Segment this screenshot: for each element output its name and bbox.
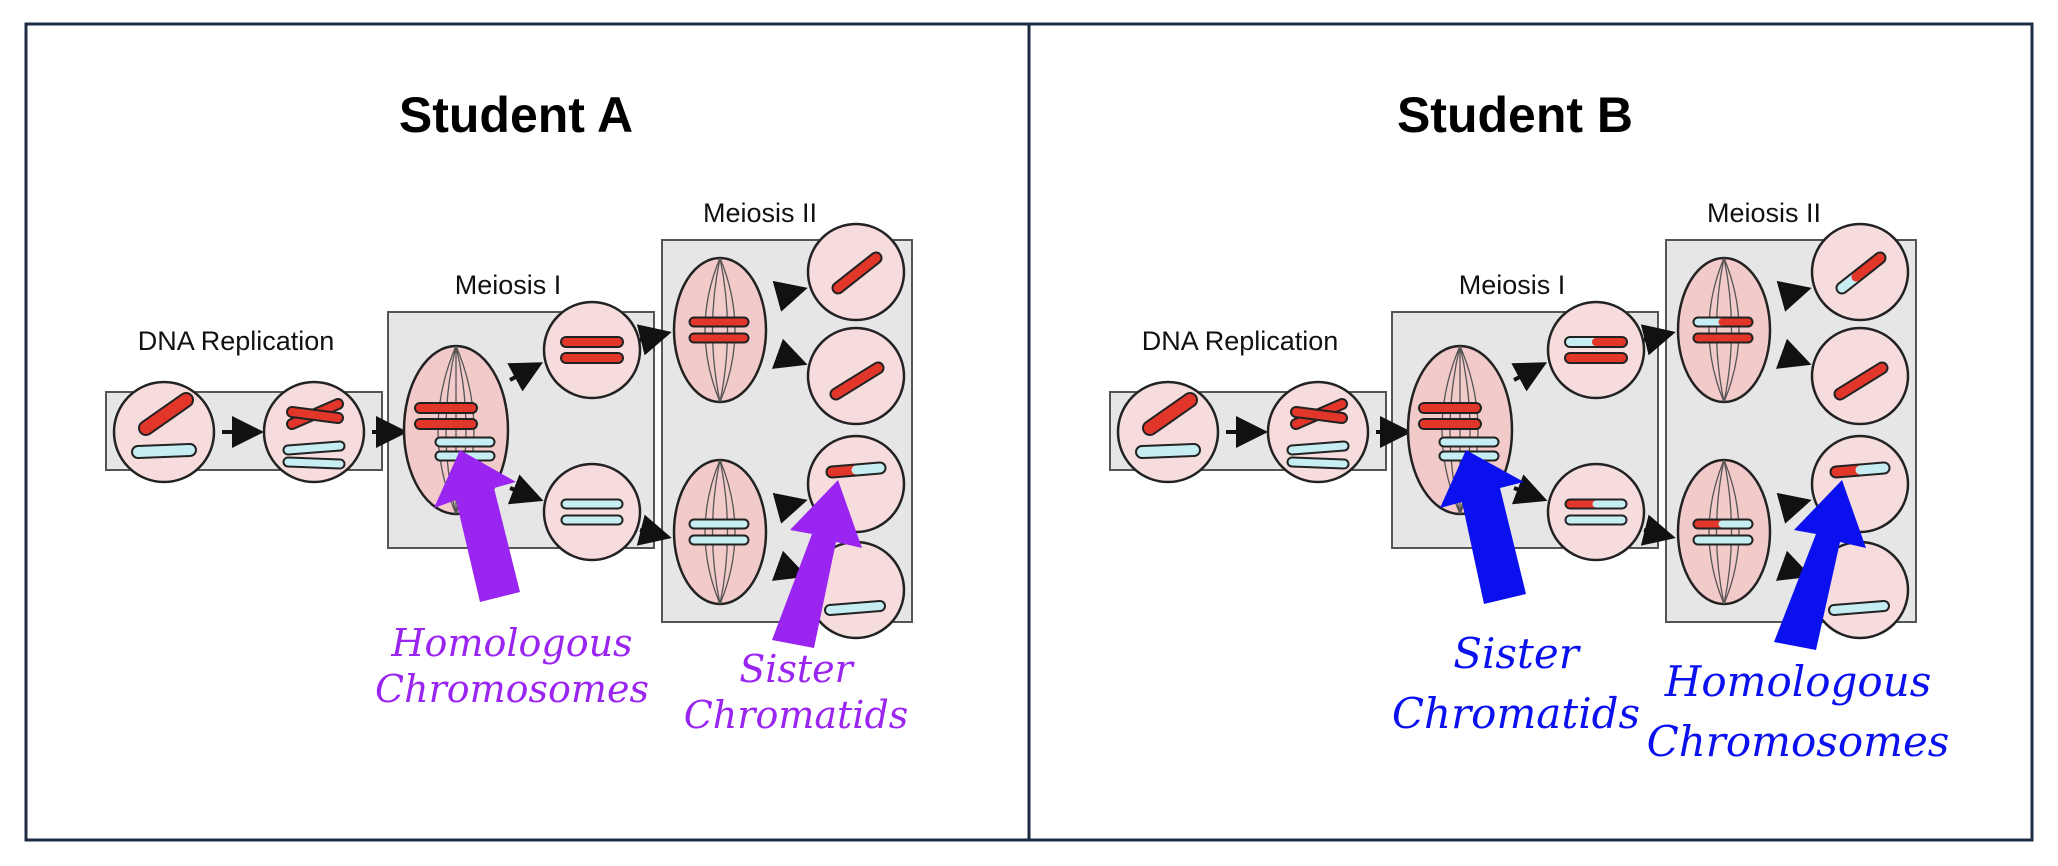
process-arrow	[1640, 324, 1676, 356]
process-arrow	[1511, 362, 1548, 392]
annotation-label-1-line-1: Sister	[1453, 629, 1581, 678]
process-arrow	[636, 514, 672, 546]
cell-meiosis-2-product-2	[806, 326, 906, 426]
panel-title: Student A	[399, 87, 633, 143]
meiosis-diagram: DNA Replication Meiosis I Meiosis II	[1109, 198, 1917, 640]
annotation-label-1-line-1: Homologous	[390, 621, 632, 665]
process-arrow	[507, 474, 544, 505]
cell-meiosis-1-product-top	[1546, 300, 1646, 400]
annotation-label-2-line-2: Chromosomes	[1647, 717, 1950, 766]
cell-meiosis-2-dividing-top	[672, 256, 768, 404]
cell-meiosis-2-product-1	[1810, 222, 1910, 322]
process-arrow	[772, 280, 808, 312]
meiosis-diagram: DNA Replication Meiosis I Meiosis II	[105, 198, 913, 640]
annotation-label-1-line-2: Chromatids	[1392, 689, 1640, 738]
process-arrow	[1776, 280, 1812, 312]
annotation-label-2-line-1: Sister	[739, 647, 855, 691]
process-arrow	[772, 492, 808, 524]
cell-after-replication	[262, 380, 366, 484]
label-meiosis-2: Meiosis II	[703, 198, 817, 228]
label-meiosis-2: Meiosis II	[1707, 198, 1821, 228]
annotation-label-2-line-1: Homologous	[1664, 657, 1932, 706]
process-arrow	[1640, 514, 1676, 546]
process-arrow	[771, 338, 808, 369]
annotation-label-1-line-2: Chromosomes	[375, 667, 649, 711]
process-arrow	[1511, 474, 1548, 505]
panel-title: Student B	[1397, 87, 1633, 143]
process-arrow	[1775, 550, 1812, 581]
cell-meiosis-2-product-2	[1810, 326, 1910, 426]
process-arrow	[1775, 338, 1812, 369]
cell-meiosis-1-product-bottom	[542, 462, 642, 562]
cell-meiosis-1-product-bottom	[1546, 462, 1646, 562]
cell-before-replication	[112, 380, 216, 484]
cell-meiosis-2-product-1	[806, 222, 906, 322]
panel-student-a: Student A DNA Replication Meiosis I Meio…	[105, 87, 913, 737]
label-meiosis-1: Meiosis I	[455, 270, 562, 300]
cell-after-replication	[1266, 380, 1370, 484]
label-meiosis-1: Meiosis I	[1459, 270, 1566, 300]
annotation-arrow-1	[1440, 450, 1526, 604]
annotation-arrow-2	[1774, 480, 1866, 650]
process-arrow	[1776, 492, 1812, 524]
process-arrow	[507, 362, 544, 392]
cell-meiosis-2-dividing-bottom	[1676, 458, 1772, 606]
label-dna-replication: DNA Replication	[1142, 326, 1339, 356]
cell-meiosis-1-product-top	[542, 300, 642, 400]
cell-before-replication	[1116, 380, 1220, 484]
cell-meiosis-2-dividing-top	[1676, 256, 1772, 404]
annotation-label-2-line-2: Chromatids	[684, 693, 909, 737]
label-dna-replication: DNA Replication	[138, 326, 335, 356]
annotation-arrow-2	[772, 480, 862, 648]
panel-student-b: Student B DNA Replication Meiosis I Meio…	[1109, 87, 1950, 766]
annotation-arrow-1	[434, 450, 520, 602]
process-arrow	[636, 324, 672, 356]
cell-meiosis-2-dividing-bottom	[672, 458, 768, 606]
process-arrow	[771, 550, 808, 581]
